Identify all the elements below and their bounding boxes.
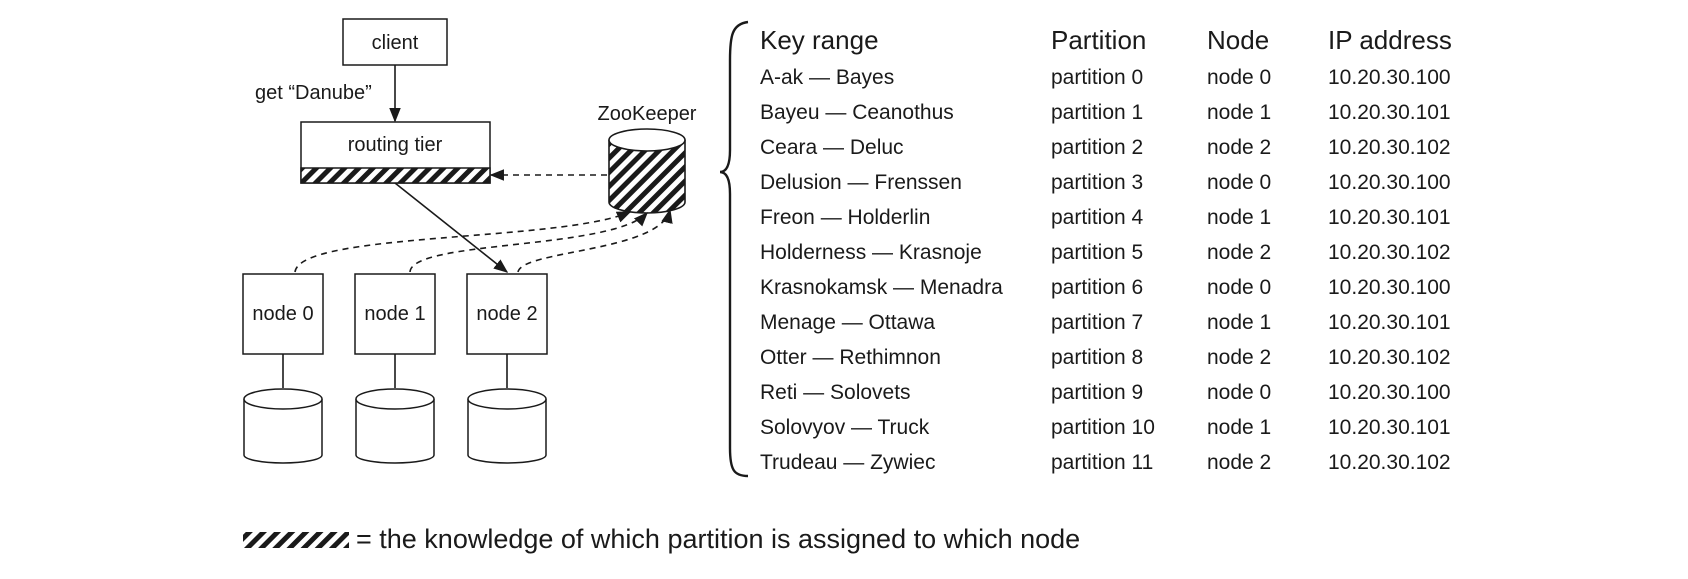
- node-0: node 0: [242, 273, 324, 464]
- cell-partition: partition 11: [1051, 451, 1153, 474]
- routing-to-node2-arrow: [394, 182, 509, 273]
- routing-tier-box: routing tier: [300, 121, 491, 184]
- table-row: Otter — Rethimnon partition 8 node 2 10.20.…: [760, 346, 1451, 369]
- cell-ip-address: 10.20.30.102: [1328, 241, 1451, 264]
- cell-ip-address: 10.20.30.100: [1328, 276, 1451, 299]
- routing-tier-label: routing tier: [348, 134, 443, 156]
- table-row: Trudeau — Zywiec partition 11 node 2 10.20.…: [760, 451, 1451, 474]
- cell-partition: partition 9: [1051, 381, 1143, 404]
- table-brace: [719, 20, 749, 478]
- node-0-label: node 0: [252, 303, 313, 325]
- table-row: A-ak — Bayes partition 0 node 0 10.20.30.10…: [760, 66, 1451, 89]
- client-box: client: [342, 18, 448, 66]
- cell-node: node 2: [1207, 451, 1271, 474]
- cell-ip-address: 10.20.30.101: [1328, 101, 1451, 124]
- cell-ip-address: 10.20.30.102: [1328, 346, 1451, 369]
- cell-node: node 1: [1207, 206, 1271, 229]
- cell-partition: partition 4: [1051, 206, 1144, 229]
- cell-node: node 2: [1207, 241, 1271, 264]
- cell-key-range: Solovyov — Truck: [760, 416, 930, 439]
- table-row: Ceara — Deluc partition 2 node 2 10.20.30.1…: [760, 136, 1451, 159]
- cell-key-range: A-ak — Bayes: [760, 66, 894, 89]
- cell-ip-address: 10.20.30.101: [1328, 416, 1451, 439]
- legend-hatch-swatch: [243, 532, 349, 548]
- cell-key-range: Menage — Ottawa: [760, 311, 935, 334]
- partition-table: Key range Partition Node IP address A-ak…: [760, 25, 1452, 474]
- cell-partition: partition 2: [1051, 136, 1143, 159]
- cell-node: node 0: [1207, 381, 1271, 404]
- table-row: Krasnokamsk — Menadra partition 6 node 0 10…: [760, 276, 1451, 299]
- node-1-database: [355, 399, 435, 464]
- legend: = the knowledge of which partition is as…: [243, 524, 1080, 554]
- table-row: Solovyov — Truck partition 10 node 1 10.20.…: [760, 416, 1451, 439]
- cell-partition: partition 1: [1051, 101, 1143, 124]
- table-row: Bayeu — Ceanothus partition 1 node 1 10.20.…: [760, 101, 1451, 124]
- cell-node: node 0: [1207, 66, 1271, 89]
- cell-partition: partition 6: [1051, 276, 1143, 299]
- node-2-label: node 2: [476, 303, 537, 325]
- table-rows: A-ak — Bayes partition 0 node 0 10.20.30.10…: [760, 66, 1451, 474]
- node-0-database: [243, 399, 323, 464]
- node-2: node 2: [466, 273, 548, 464]
- cell-node: node 1: [1207, 101, 1271, 124]
- zookeeper-database: ZooKeeper: [598, 103, 697, 214]
- node2-to-zookeeper-arrow: [517, 208, 673, 273]
- cell-node: node 2: [1207, 136, 1271, 159]
- table-row: Menage — Ottawa partition 7 node 1 10.20.30…: [760, 311, 1451, 334]
- node1-to-zookeeper-arrow: [409, 211, 648, 273]
- node-1: node 1: [354, 273, 436, 464]
- cell-partition: partition 7: [1051, 311, 1143, 334]
- cell-key-range: Krasnokamsk — Menadra: [760, 276, 1003, 299]
- cell-partition: partition 5: [1051, 241, 1143, 264]
- node-1-label: node 1: [364, 303, 425, 325]
- cell-key-range: Delusion — Frenssen: [760, 171, 962, 194]
- cell-node: node 1: [1207, 311, 1271, 334]
- zookeeper-label: ZooKeeper: [598, 103, 697, 125]
- cell-key-range: Trudeau — Zywiec: [760, 451, 935, 474]
- cell-ip-address: 10.20.30.102: [1328, 451, 1451, 474]
- cell-ip-address: 10.20.30.100: [1328, 381, 1451, 404]
- column-header-key-range: Key range: [760, 25, 879, 55]
- cell-partition: partition 10: [1051, 416, 1155, 439]
- request-label: get “Danube”: [255, 82, 372, 104]
- routing-partition-knowledge: [300, 167, 491, 184]
- column-header-partition: Partition: [1051, 25, 1146, 55]
- cell-node: node 2: [1207, 346, 1271, 369]
- column-header-node: Node: [1207, 25, 1269, 55]
- column-header-ip-address: IP address: [1328, 25, 1452, 55]
- cell-ip-address: 10.20.30.102: [1328, 136, 1451, 159]
- node0-to-zookeeper-arrow: [294, 211, 632, 273]
- cell-partition: partition 0: [1051, 66, 1143, 89]
- cell-key-range: Holderness — Krasnoje: [760, 241, 982, 264]
- cell-key-range: Otter — Rethimnon: [760, 346, 941, 369]
- cell-node: node 1: [1207, 416, 1271, 439]
- table-row: Freon — Holderlin partition 4 node 1 10.20.…: [760, 206, 1451, 229]
- cell-node: node 0: [1207, 171, 1271, 194]
- cell-ip-address: 10.20.30.101: [1328, 206, 1451, 229]
- client-label: client: [372, 32, 419, 54]
- cell-ip-address: 10.20.30.101: [1328, 311, 1451, 334]
- cell-key-range: Freon — Holderlin: [760, 206, 930, 229]
- cell-ip-address: 10.20.30.100: [1328, 66, 1451, 89]
- table-row: Delusion — Frenssen partition 3 node 0 10.2…: [760, 171, 1451, 194]
- table-row: Holderness — Krasnoje partition 5 node 2 10…: [760, 241, 1451, 264]
- cell-ip-address: 10.20.30.100: [1328, 171, 1451, 194]
- cell-key-range: Reti — Solovets: [760, 381, 911, 404]
- node-2-database: [467, 399, 547, 464]
- table-row: Reti — Solovets partition 9 node 0 10.20.30…: [760, 381, 1451, 404]
- cell-node: node 0: [1207, 276, 1271, 299]
- cell-partition: partition 3: [1051, 171, 1143, 194]
- legend-text: = the knowledge of which partition is as…: [356, 524, 1080, 554]
- cell-key-range: Bayeu — Ceanothus: [760, 101, 954, 124]
- cell-partition: partition 8: [1051, 346, 1143, 369]
- cell-key-range: Ceara — Deluc: [760, 136, 904, 159]
